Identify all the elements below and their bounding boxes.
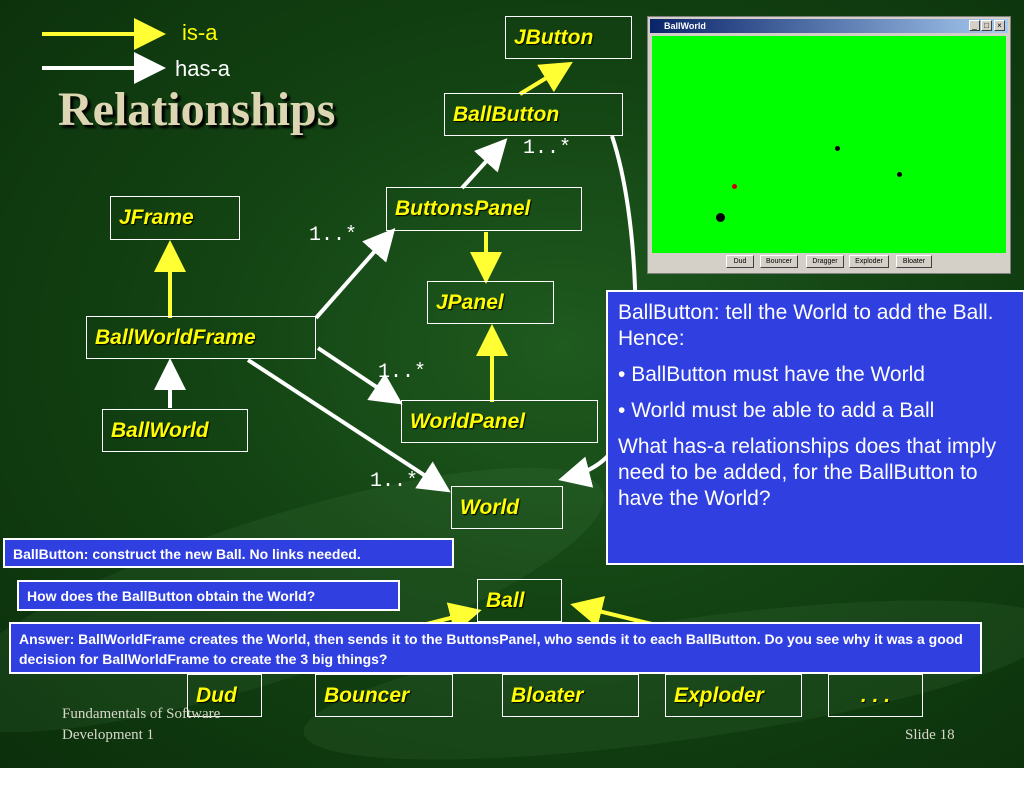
side-note-bullet-2: • World must be able to add a Ball <box>618 399 935 422</box>
footer-slide-number: Slide 18 <box>905 727 955 743</box>
close-icon: × <box>994 20 1005 31</box>
side-note-intro: BallButton: tell the World to add the Ba… <box>618 301 994 350</box>
note-construct: BallButton: construct the new Ball. No l… <box>3 538 454 568</box>
multiplicity-ballbutton: 1..* <box>523 137 572 160</box>
dragger-button[interactable]: Dragger <box>806 255 844 268</box>
ball-dot <box>897 172 902 177</box>
note-answer: Answer: BallWorldFrame creates the World… <box>9 622 982 674</box>
class-ballworldframe: BallWorldFrame <box>86 316 316 359</box>
class-buttonspanel: ButtonsPanel <box>386 187 582 231</box>
ballworld-button-bar: Dud Bouncer Dragger Exploder Bloater <box>652 253 1006 271</box>
maximize-icon: □ <box>981 20 992 31</box>
class-bouncer: Bouncer <box>315 674 453 717</box>
class-jpanel: JPanel <box>427 281 554 324</box>
class-exploder: Exploder <box>665 674 802 717</box>
has-a-ballworldframe-worldpanel <box>316 346 403 405</box>
side-note-bullet-1: • BallButton must have the World <box>618 363 925 386</box>
footer-course-line1: Fundamentals of Software <box>62 706 221 722</box>
bouncer-button[interactable]: Bouncer <box>760 255 798 268</box>
has-a-ballworldframe-world <box>246 358 451 493</box>
class-ballworld: BallWorld <box>102 409 248 452</box>
class-worldpanel: WorldPanel <box>401 400 598 443</box>
class-more: . . . <box>828 674 923 717</box>
multiplicity-worldpanel: 1..* <box>378 361 427 384</box>
footer-course-line2: Development 1 <box>62 727 155 743</box>
ballworld-canvas <box>652 36 1006 266</box>
class-bloater: Bloater <box>502 674 639 717</box>
is-a-ballbutton-jbutton <box>518 61 573 96</box>
note-question: How does the BallButton obtain the World… <box>17 580 400 611</box>
class-ballbutton: BallButton <box>444 93 623 136</box>
ball-dot <box>835 146 840 151</box>
multiplicity-buttonspanel: 1..* <box>309 224 358 247</box>
relationship-arrows <box>42 18 661 642</box>
bloater-button[interactable]: Bloater <box>896 255 932 268</box>
class-world: World <box>451 486 563 529</box>
legend-has-a-label: has-a <box>175 56 231 81</box>
has-a-buttonspanel-ballbutton <box>460 138 508 190</box>
side-note: BallButton: tell the World to add the Ba… <box>606 290 1024 565</box>
has-a-ballworldframe-buttonspanel <box>314 227 396 320</box>
class-jframe: JFrame <box>110 196 240 240</box>
minimize-icon: _ <box>969 20 980 31</box>
class-dud: Dud <box>187 674 262 717</box>
slide-title: Relationships <box>58 83 336 136</box>
side-note-bullet-2-text: World must be able to add a Ball <box>631 399 935 422</box>
ballworld-window-screenshot: BallWorld _ □ × Dud Bouncer Dragger Expl… <box>647 16 1011 274</box>
ballworld-window-title: BallWorld <box>650 19 1008 33</box>
ball-dot <box>716 213 725 222</box>
legend-is-a-label: is-a <box>182 20 218 45</box>
exploder-button[interactable]: Exploder <box>849 255 889 268</box>
dud-button[interactable]: Dud <box>726 255 754 268</box>
multiplicity-world: 1..* <box>370 470 419 493</box>
class-jbutton: JButton <box>505 16 632 59</box>
ball-dot <box>732 184 737 189</box>
side-note-bullet-1-text: BallButton must have the World <box>631 363 925 386</box>
class-ball: Ball <box>477 579 562 622</box>
side-note-question: What has-a relationships does that imply… <box>618 435 997 510</box>
